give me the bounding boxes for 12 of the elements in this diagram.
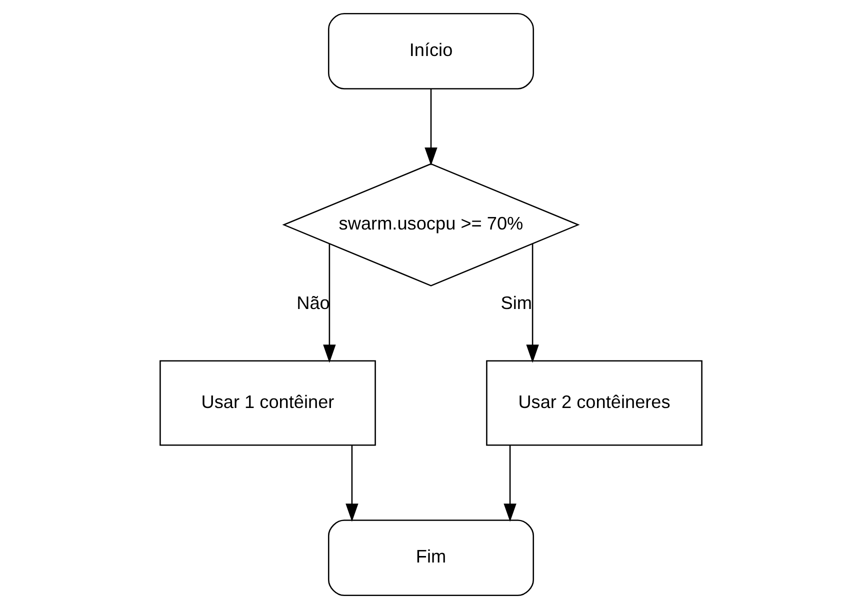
node-box: Início	[328, 12, 534, 90]
arrow	[504, 445, 516, 522]
node-diamond: swarm.usocpu >= 70%	[282, 163, 580, 286]
node-box: Fim	[328, 520, 534, 596]
node-box: Usar 1 contêiner	[160, 360, 376, 446]
node-box: Usar 2 contêineres	[486, 360, 702, 446]
edge-label: Sim	[500, 293, 532, 314]
arrow	[323, 244, 336, 363]
arrow	[346, 445, 358, 522]
arrow	[526, 244, 539, 363]
arrow	[424, 88, 438, 166]
edge-label: Não	[296, 293, 330, 314]
